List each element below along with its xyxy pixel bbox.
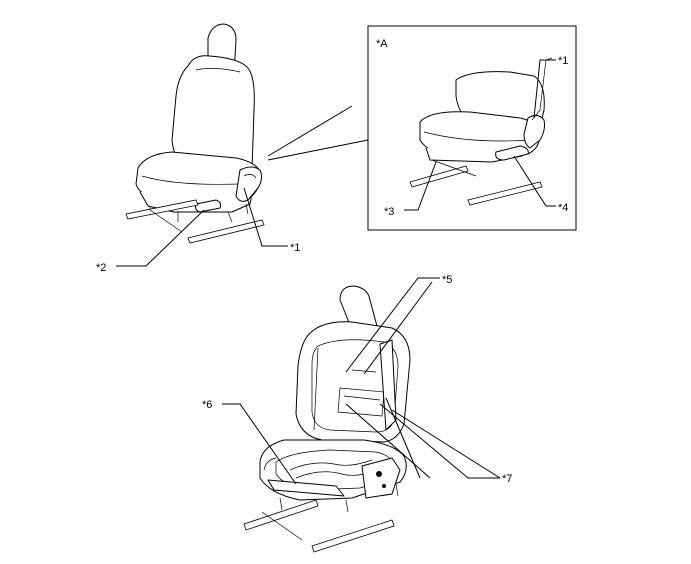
callout-4: *4 <box>558 202 568 214</box>
callout-5: *5 <box>442 274 452 286</box>
lower-leaders <box>222 277 501 485</box>
callout-2: *2 <box>96 262 106 274</box>
view-a-label: *A <box>376 38 388 50</box>
callout-6: *6 <box>202 399 212 411</box>
frame-seat <box>243 285 411 553</box>
detail-view-a <box>367 25 577 231</box>
upper-leaders <box>116 105 369 267</box>
assembled-seat <box>125 23 265 244</box>
callout-7: *7 <box>502 473 512 485</box>
inset-leaders <box>404 59 556 211</box>
callout-1-inset: *1 <box>558 55 568 67</box>
callout-3: *3 <box>384 206 394 218</box>
callout-1-main: *1 <box>290 242 300 254</box>
